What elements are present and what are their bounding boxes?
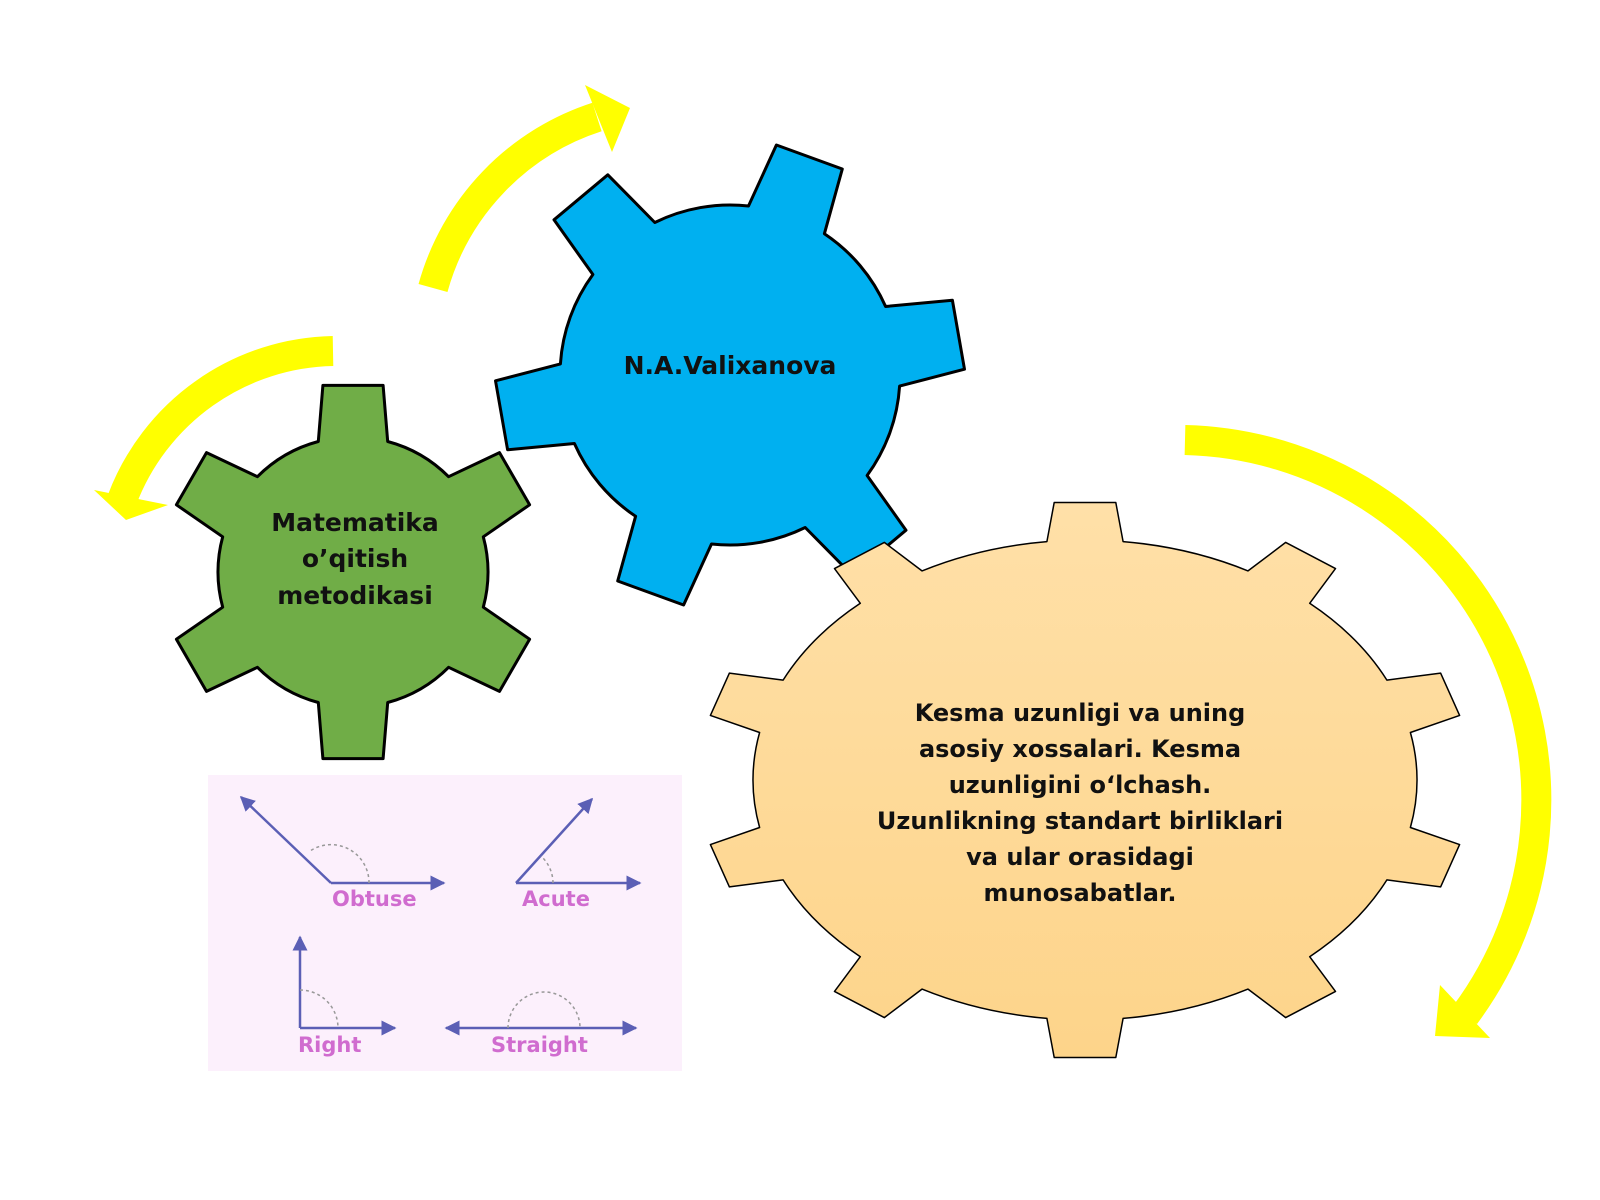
author-name-label: N.A.Valixanova	[623, 351, 837, 380]
gear-author	[494, 143, 966, 607]
right-angle-icon	[292, 935, 397, 1036]
gear-topic	[709, 501, 1461, 1059]
acute-label: Acute	[522, 887, 590, 911]
angle-drawings	[239, 795, 642, 1036]
arrow-to-author-gear	[418, 85, 630, 293]
angle-types-image: Obtuse Acute Right Straight	[208, 775, 682, 1071]
obtuse-angle-icon	[239, 795, 446, 891]
acute-angle-icon	[515, 797, 642, 891]
straight-label: Straight	[491, 1033, 588, 1057]
topic-label: Kesma uzunligi va uning asosiy xossalari…	[876, 699, 1284, 907]
straight-angle-icon	[444, 991, 638, 1036]
arrow-to-bottom-right	[1184, 425, 1552, 1038]
obtuse-label: Obtuse	[332, 887, 417, 911]
arrow-to-left-edge	[94, 336, 334, 520]
right-label: Right	[298, 1033, 362, 1057]
gear-subject	[174, 383, 532, 761]
subject-label: Matematika o’qitish metodikasi	[271, 508, 439, 610]
